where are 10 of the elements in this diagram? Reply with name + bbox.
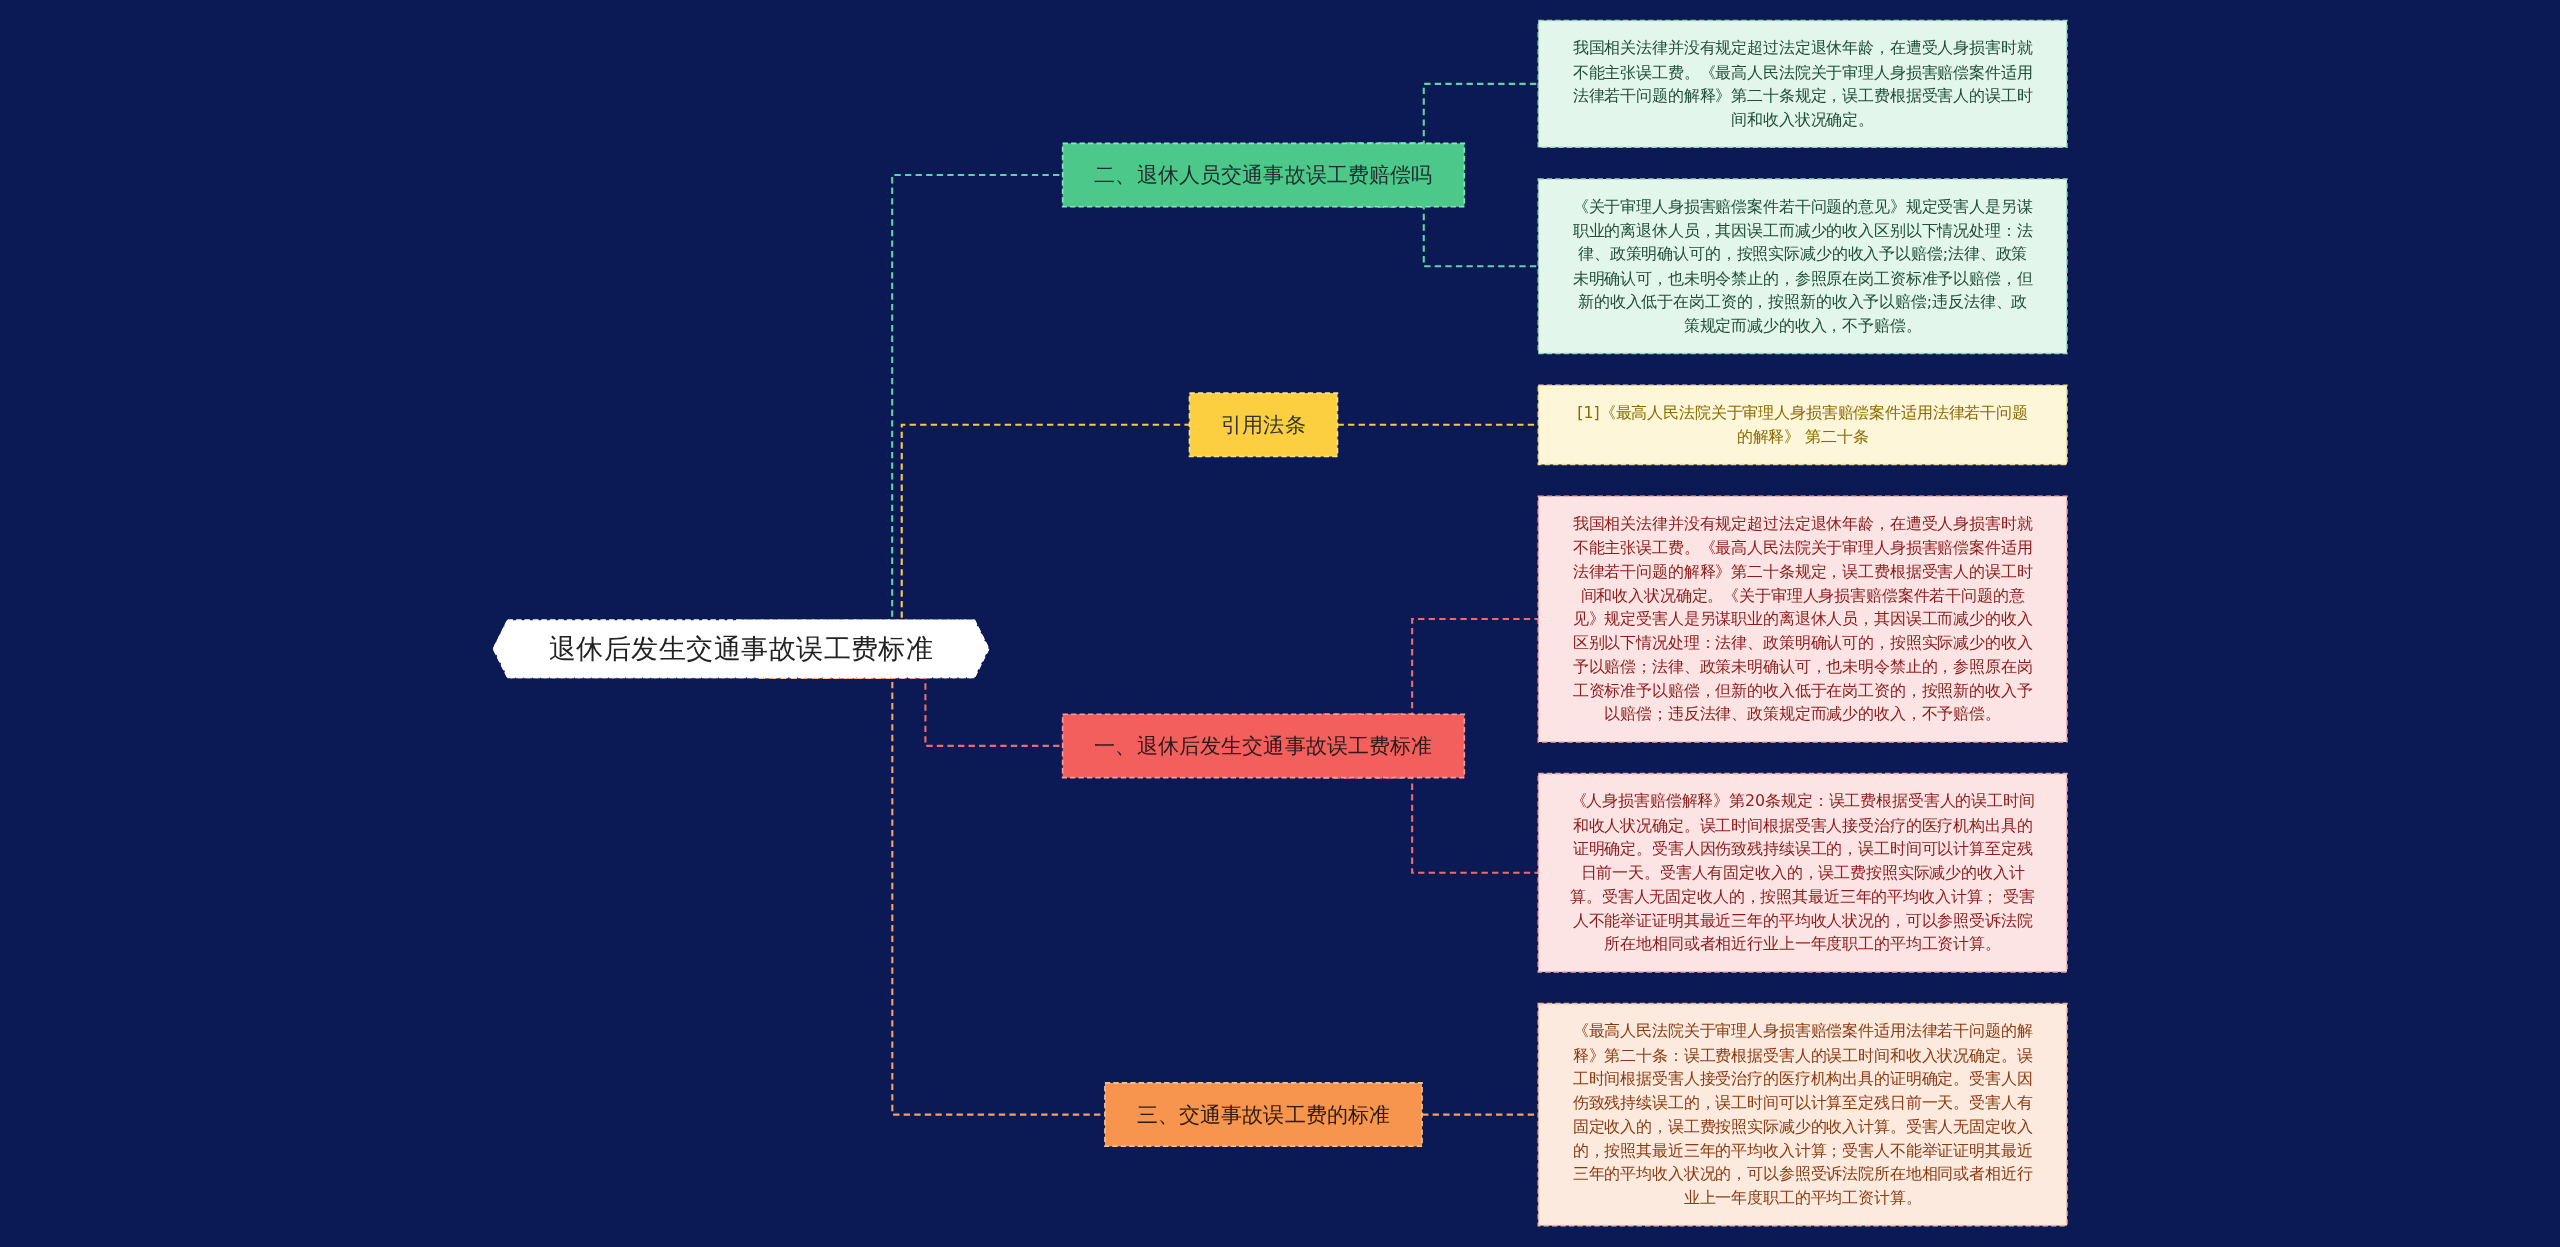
- node-box: 《关于审理人身损害赔偿案件若干问题的意见》规定受害人是另谋职业的离退休人员，其因误工而减少的收入区别以下情况处理：法律、政策明确认可的，按照实际减少的收入予以赔偿;法律、政策未明确认可，也未明令禁止的，参照原在岗工资标准予以赔偿，但新的收入低于在岗工资的，按照新的收入予以赔偿;违反法律、政策规定而减少的收入，不予赔偿。: [1537, 178, 2068, 355]
- node-box: 二、退休人员交通事故误工费赔偿吗: [1061, 143, 1465, 209]
- node-box: 三、交通事故误工费的标准: [1103, 1082, 1423, 1148]
- node-box: 我国相关法律并没有规定超过法定退休年龄，在遭受人身损害时就不能主张误工费。《最高人民法院关于审理人身损害赔偿案件适用法律若干问题的解释》第二十条规定，误工费根据受害人的误工时间和收入状况确定。: [1537, 20, 2068, 149]
- node-box: 《人身损害赔偿解释》第20条规定：误工费根据受害人的误工时间和收人状况确定。误工时间根据受害人接受治疗的医疗机构出具的证明确定。受害人因伤致残持续误工的，误工时间可以计算至定残日前一天。受害人有固定收入的，误工费按照实际减少的收入计算。受害人无固定收人的，按照其最近三年的平均收入计算； 受害人不能举证证明其最近三年的平均收人状况的，可以参照受诉法院所在地相同或者相近行业上一年度职工的平均工资计算。: [1537, 773, 2068, 974]
- node-box: 《最高人民法院关于审理人身损害赔偿案件适用法律若干问题的解释》第二十条：误工费根据受害人的误工时间和收入状况确定。误工时间根据受害人接受治疗的医疗机构出具的证明确定。受害人因伤致残持续误工的，误工时间可以计算至定残日前一天。受害人有固定收入的，误工费按照实际减少的收入计算。受害人无固定收入的，按照其最近三年的平均收入计算；受害人不能举证证明其最近三年的平均收入状况的，可以参照受诉法院所在地相同或者相近行业上一年度职工的平均工资计算。: [1537, 1003, 2068, 1227]
- node-box: 我国相关法律并没有规定超过法定退休年龄，在遭受人身损害时就不能主张误工费。《最高人民法院关于审理人身损害赔偿案件适用法律若干问题的解释》第二十条规定，误工费根据受害人的误工时间和收入状况确定。《关于审理人身损害赔偿案件若干问题的意见》规定受害人是另谋职业的离退休人员，其因误工而减少的收入区别以下情况处理：法律、政策明确认可的，按照实际减少的收入予以赔偿；法律、政策未明确认可，也未明令禁止的，参照原在岗工资标准予以赔偿，但新的收入低于在岗工资的，按照新的收入予以赔偿；违反法律、政策规定而减少的收入，不予赔偿。: [1537, 495, 2068, 744]
- node-box: [1]《最高人民法院关于审理人身损害赔偿案件适用法律若干问题的解释》 第二十条: [1537, 384, 2068, 466]
- node-box: 引用法条: [1188, 392, 1339, 458]
- node-box: 一、退休后发生交通事故误工费标准: [1061, 713, 1465, 779]
